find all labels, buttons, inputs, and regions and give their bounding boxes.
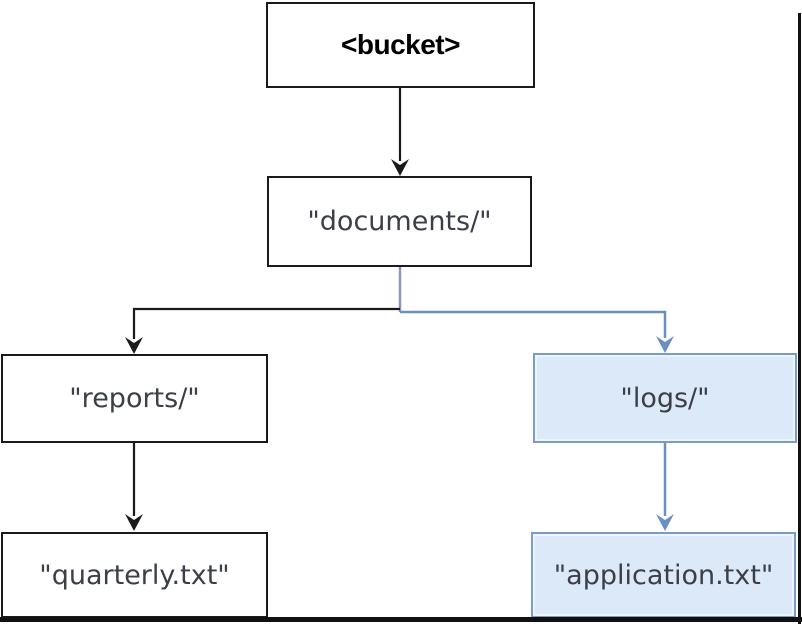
node-reports: "reports/" — [1, 354, 268, 443]
node-quarterly-txt: "quarterly.txt" — [1, 532, 268, 618]
arrowhead-logs — [656, 336, 674, 353]
node-application-txt-highlighted: "application.txt" — [531, 532, 796, 618]
arrowhead-documents — [391, 159, 409, 176]
node-bucket: <bucket> — [266, 2, 535, 88]
edge-documents-logs — [400, 310, 667, 338]
node-documents: "documents/" — [267, 176, 532, 267]
arrowhead-quarterly — [125, 514, 143, 531]
edge-documents-reports — [132, 307, 400, 339]
arrowhead-reports — [125, 337, 143, 354]
node-logs-highlighted: "logs/" — [533, 353, 797, 443]
page-border-bottom — [0, 617, 802, 622]
page-border-right — [798, 13, 801, 624]
arrowhead-application — [656, 514, 674, 531]
